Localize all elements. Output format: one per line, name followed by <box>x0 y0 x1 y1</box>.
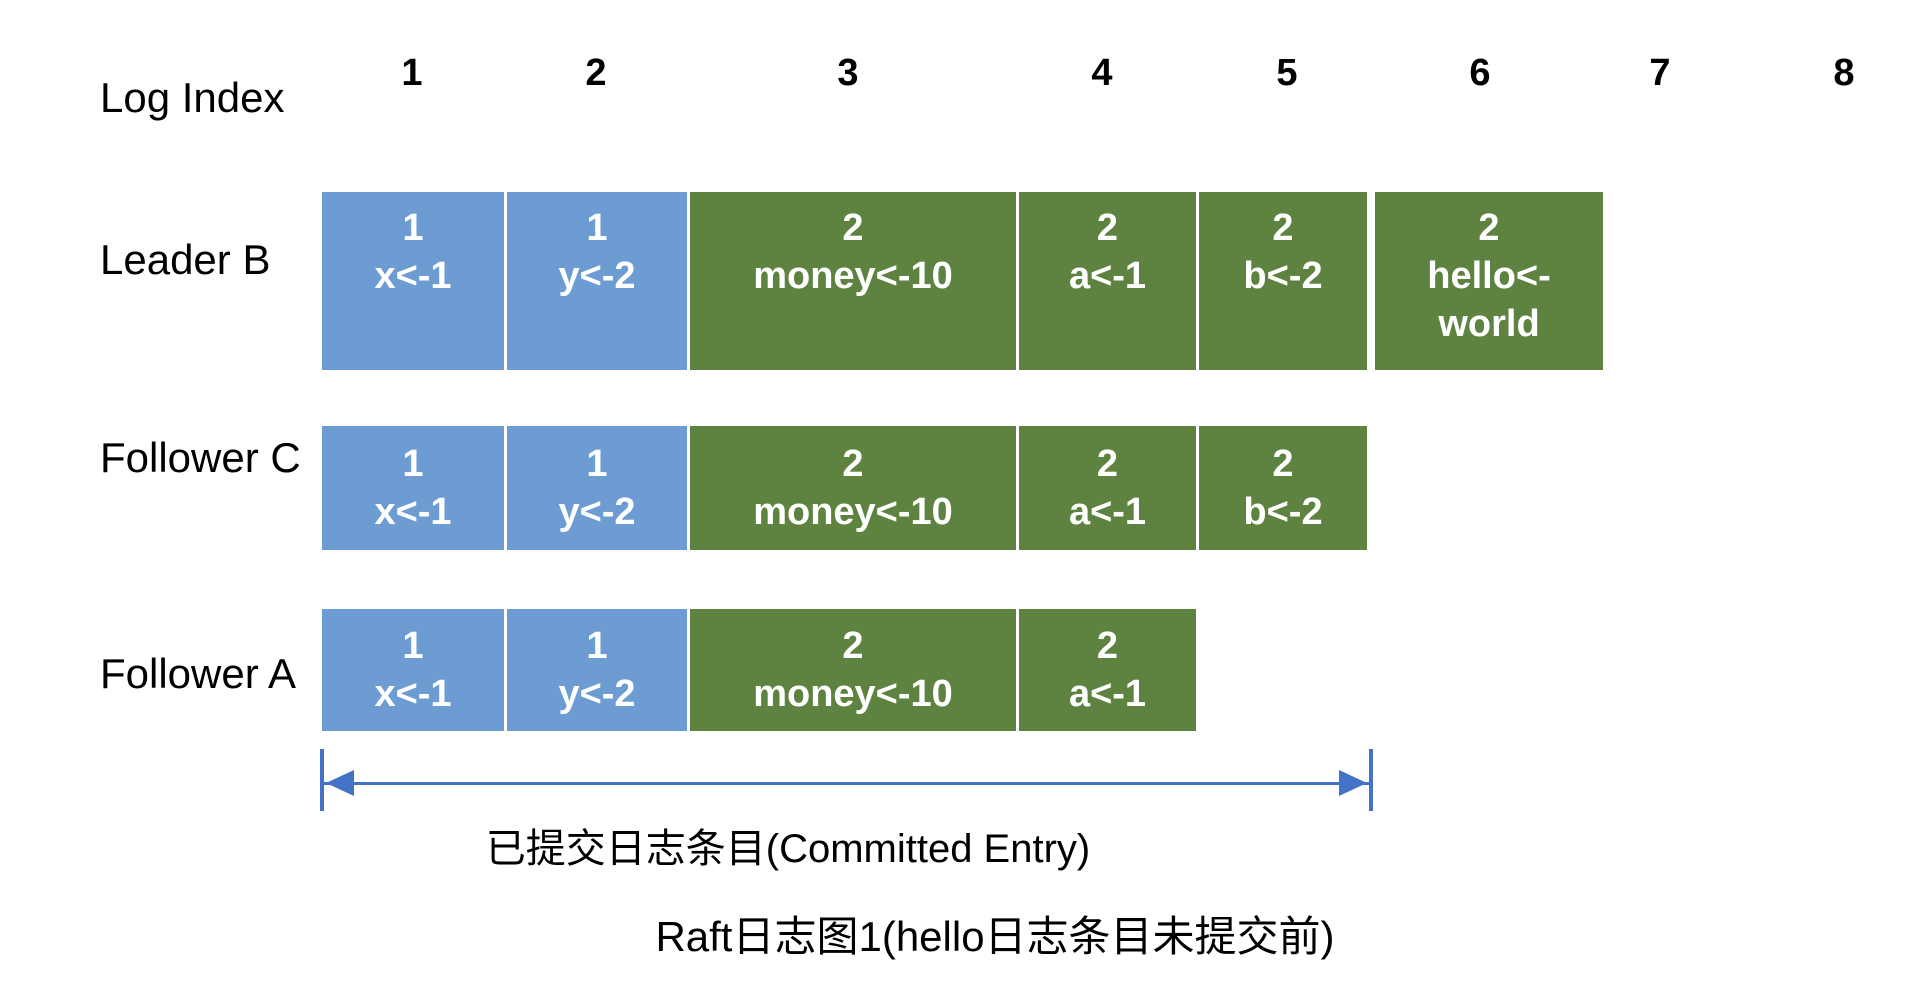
log-entry-command: x<-1 <box>374 255 452 297</box>
log-entry-term: 2 <box>842 443 864 485</box>
log-entry-box: 1 y<-2 <box>507 426 687 550</box>
log-entry-box: 2 hello<- world <box>1375 192 1603 370</box>
log-entry-box: 2 a<-1 <box>1019 609 1196 731</box>
log-entry-term: 1 <box>402 625 424 667</box>
log-row: 1 x<-1 1 y<-2 2 money<-10 2 a<-1 <box>322 609 1196 731</box>
log-index-number: 2 <box>585 52 607 94</box>
committed-entry-label: 已提交日志条目(Committed Entry) <box>485 827 1091 871</box>
log-entry-term: 2 <box>1478 207 1500 249</box>
log-index-number: 7 <box>1649 52 1671 94</box>
log-entry-box: 1 x<-1 <box>322 192 504 370</box>
log-entry-box: 2 money<-10 <box>690 609 1016 731</box>
arrow-left-tick <box>320 749 324 811</box>
row-label-follower-a: Follower A <box>100 650 297 697</box>
arrow-right-tick <box>1369 749 1373 811</box>
row-label-leader-b: Leader B <box>100 236 271 283</box>
log-index-number: 4 <box>1091 52 1113 94</box>
log-entry-term: 1 <box>402 207 424 249</box>
log-entry-command: money<-10 <box>753 673 953 715</box>
log-index-number: 6 <box>1469 52 1491 94</box>
log-entry-box: 2 b<-2 <box>1199 426 1367 550</box>
log-entry-command: b<-2 <box>1243 491 1323 533</box>
log-entry-command: y<-2 <box>558 491 636 533</box>
log-entry-command: a<-1 <box>1068 255 1147 297</box>
log-entry-command: b<-2 <box>1243 255 1323 297</box>
log-entry-box: 2 a<-1 <box>1019 192 1196 370</box>
log-entry-term: 2 <box>1272 443 1294 485</box>
log-entry-term: 2 <box>1096 207 1119 249</box>
log-row: 1 x<-1 1 y<-2 2 money<-10 2 a<-1 2 b<-2 <box>322 426 1367 550</box>
log-entry-term: 2 <box>842 625 864 667</box>
log-entry-box: 1 y<-2 <box>507 192 687 370</box>
arrow-left-head-icon <box>326 770 354 796</box>
log-entry-command: y<-2 <box>558 673 636 715</box>
log-index-number: 8 <box>1833 52 1855 94</box>
row-label-follower-c: Follower C <box>100 434 301 481</box>
log-entry-box: 1 x<-1 <box>322 426 504 550</box>
log-row: 1 x<-1 1 y<-2 2 money<-10 2 a<-1 2 b<-2 … <box>322 192 1603 370</box>
log-entry-command: y<-2 <box>558 255 636 297</box>
log-entry-term: 1 <box>586 207 608 249</box>
log-entry-term: 1 <box>586 625 608 667</box>
log-entry-box: 1 x<-1 <box>322 609 504 731</box>
log-entry-command: x<-1 <box>374 491 452 533</box>
arrow-right-head-icon <box>1339 770 1367 796</box>
log-entry-term: 2 <box>1096 625 1119 667</box>
log-index-number: 5 <box>1276 52 1298 94</box>
log-entry-box: 2 money<-10 <box>690 426 1016 550</box>
log-entry-command: money<-10 <box>753 491 953 533</box>
log-entry-box: 1 y<-2 <box>507 609 687 731</box>
log-entry-box: 2 a<-1 <box>1019 426 1196 550</box>
log-entry-command: x<-1 <box>374 673 452 715</box>
log-index-number: 3 <box>837 52 859 94</box>
log-entry-box: 2 money<-10 <box>690 192 1016 370</box>
log-index-numbers: 1 2 3 4 5 6 7 8 <box>0 52 1920 102</box>
log-entry-term: 2 <box>1272 207 1294 249</box>
log-entry-command: money<-10 <box>753 255 953 297</box>
log-index-label: Log Index <box>100 74 285 121</box>
arrow-line <box>322 782 1371 785</box>
log-entry-box: 2 b<-2 <box>1199 192 1367 370</box>
log-entry-term: 1 <box>586 443 608 485</box>
log-entry-command: a<-1 <box>1068 673 1147 715</box>
log-index-number: 1 <box>401 52 423 94</box>
log-entry-command: hello<- world <box>1427 255 1551 345</box>
diagram-caption: Raft日志图1(hello日志条目未提交前) <box>655 913 1335 960</box>
log-entry-term: 2 <box>1096 443 1119 485</box>
log-entry-term: 2 <box>842 207 864 249</box>
log-entry-term: 1 <box>402 443 424 485</box>
log-entry-command: a<-1 <box>1068 491 1147 533</box>
